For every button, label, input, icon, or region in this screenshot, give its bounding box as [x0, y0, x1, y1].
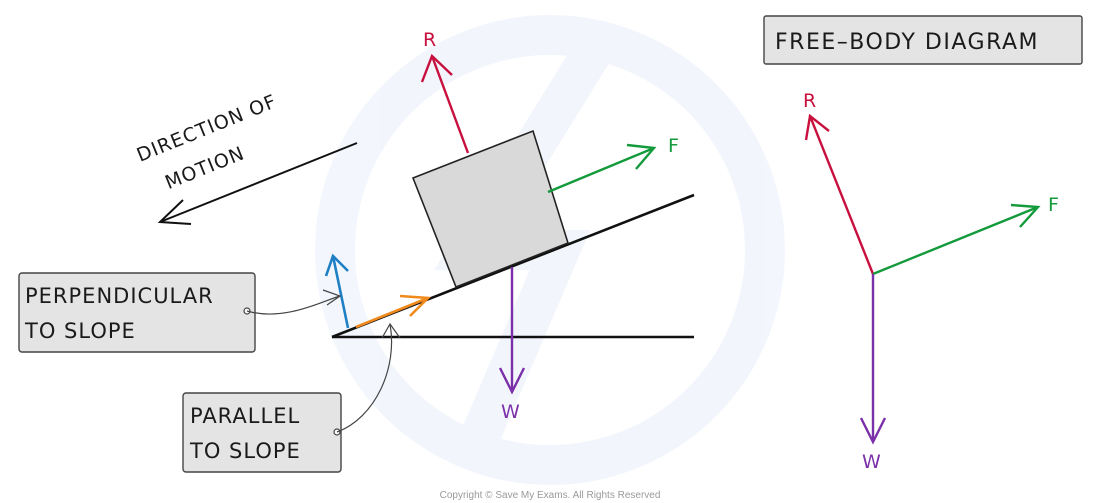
fbd-friction-label: F: [1048, 194, 1060, 216]
direction-of-motion-label: DIRECTION OF MOTION: [134, 90, 280, 194]
reaction-label: R: [423, 29, 437, 51]
free-body-diagram-title: FREE–BODY DIAGRAM: [763, 15, 1083, 65]
friction-arrow: [547, 143, 657, 194]
parallel-callout-line-1: PARALLEL: [190, 404, 300, 428]
weight-label: W: [501, 401, 521, 423]
perpendicular-callout-line-2: TO SLOPE: [24, 319, 136, 343]
fbd-weight-label: W: [862, 451, 882, 473]
perpendicular-arrow: [324, 253, 350, 329]
perpendicular-callout: PERPENDICULAR TO SLOPE: [18, 272, 342, 353]
fbd-friction-arrow: [872, 203, 1041, 276]
fbd-weight-arrow: [859, 274, 887, 445]
weight-arrow: [498, 267, 526, 395]
parallel-callout-line-2: TO SLOPE: [189, 439, 301, 463]
parallel-arrow: [355, 294, 431, 329]
perpendicular-callout-line-1: PERPENDICULAR: [25, 284, 214, 308]
parallel-callout: PARALLEL TO SLOPE: [182, 322, 401, 473]
free-body-diagram-title-text: FREE–BODY DIAGRAM: [775, 30, 1039, 55]
block: [411, 129, 569, 289]
fbd-reaction-arrow: [804, 113, 875, 275]
direction-of-motion-arrow: [157, 142, 358, 225]
fbd-reaction-label: R: [803, 90, 817, 112]
copyright-text: Copyright © Save My Exams. All Rights Re…: [440, 490, 661, 501]
friction-label: F: [668, 135, 680, 157]
reaction-arrow: [420, 53, 470, 154]
